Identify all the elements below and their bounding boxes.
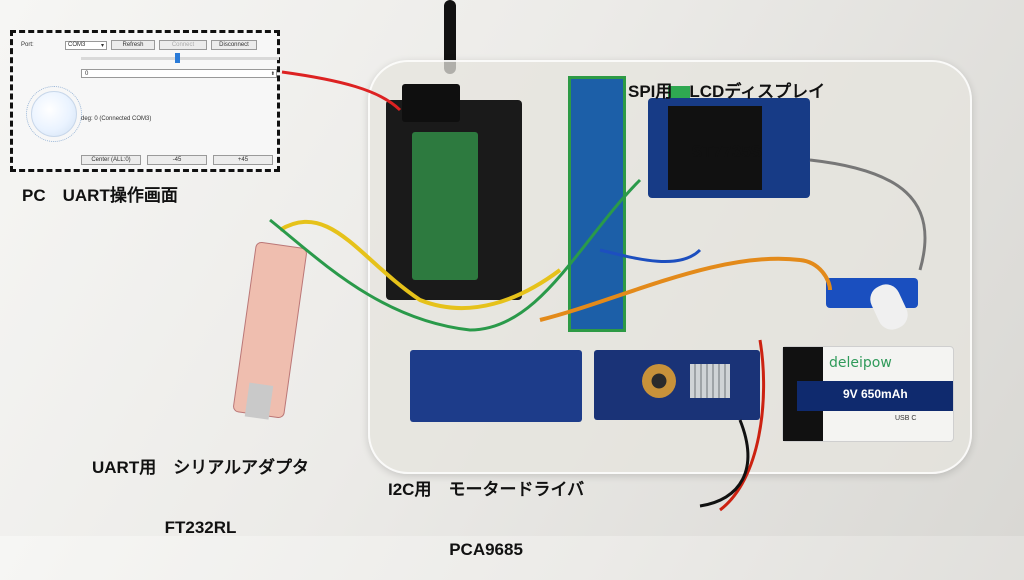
caption-pc-uart: PC UART操作画面 (22, 186, 178, 205)
battery-spec: 9V 650mAh (843, 387, 908, 401)
port-value: COM3 (68, 42, 86, 48)
wire-gray-servo (809, 158, 927, 271)
wire-yellow (278, 219, 562, 310)
lcd-film-tab (668, 86, 690, 98)
port-label: Port: (21, 42, 34, 48)
degree-status: deg: 0 (Connected COM3) (81, 116, 152, 122)
usb-cable (444, 0, 456, 74)
battery-9v: deleipow 9V 650mAh USB C (782, 346, 954, 442)
caption-i2c-line1: I2C用 モータードライバ (388, 480, 585, 499)
connection-row: Port: COM3 ▾ Refresh Connect Disconnect (21, 39, 273, 51)
rotary-knob-icon[interactable] (26, 86, 82, 142)
microcontroller-board (412, 132, 478, 280)
dc-power-jack (402, 84, 460, 122)
minus-45-button[interactable]: -45 (147, 155, 207, 165)
caption-i2c: I2C用 モータードライバ PCA9685 (388, 440, 584, 580)
angle-number-value: 0 (85, 71, 89, 77)
preset-buttons-row: Center (ALL:0) -45 +45 (81, 155, 273, 165)
caption-lcd-line2: ST7735S (691, 142, 763, 161)
angle-slider[interactable] (81, 53, 279, 63)
wire-red-pc (281, 70, 402, 112)
caption-lcd: SPI用 LCDディスプレイ ST7735S (628, 42, 825, 182)
inductor-coil (642, 364, 676, 398)
caption-i2c-line2: PCA9685 (449, 540, 523, 559)
slider-thumb[interactable] (175, 53, 180, 63)
pca9685-driver-board (410, 350, 582, 422)
caption-uart-line2: FT232RL (164, 518, 237, 537)
chevron-down-icon: ▾ (100, 42, 104, 49)
lcd-screen (668, 106, 762, 190)
caption-lcd-line1: SPI用 LCDディスプレイ (628, 82, 826, 101)
jumper-wires (269, 70, 927, 512)
wire-red-battery (719, 339, 766, 512)
battery-port-label: USB C (895, 415, 917, 422)
servo-motor (826, 278, 918, 335)
wire-black-battery (699, 419, 750, 508)
pc-uart-window: Port: COM3 ▾ Refresh Connect Disconnect … (10, 30, 280, 172)
wire-orange (539, 256, 832, 322)
center-button[interactable]: Center (ALL:0) (81, 155, 141, 165)
heatsink (690, 364, 730, 398)
caption-uart: UART用 シリアルアダプタ FT232RL (92, 418, 309, 558)
lcd-module (648, 86, 810, 198)
disconnect-button[interactable]: Disconnect (211, 40, 257, 50)
port-select[interactable]: COM3 ▾ (65, 40, 107, 50)
plus-45-button[interactable]: +45 (213, 155, 273, 165)
wire-blue (599, 248, 702, 263)
spinner-arrows-icon[interactable]: ⬍ (270, 71, 275, 77)
battery-brand: deleipow (829, 355, 892, 371)
caption-uart-line1: UART用 シリアルアダプタ (92, 458, 310, 477)
wire-green (269, 178, 642, 332)
connect-button[interactable]: Connect (159, 40, 207, 50)
angle-number-input[interactable]: 0 ⬍ (81, 69, 277, 78)
battery-label-band (797, 381, 953, 411)
refresh-button[interactable]: Refresh (111, 40, 155, 50)
buck-converter-board (594, 350, 760, 420)
